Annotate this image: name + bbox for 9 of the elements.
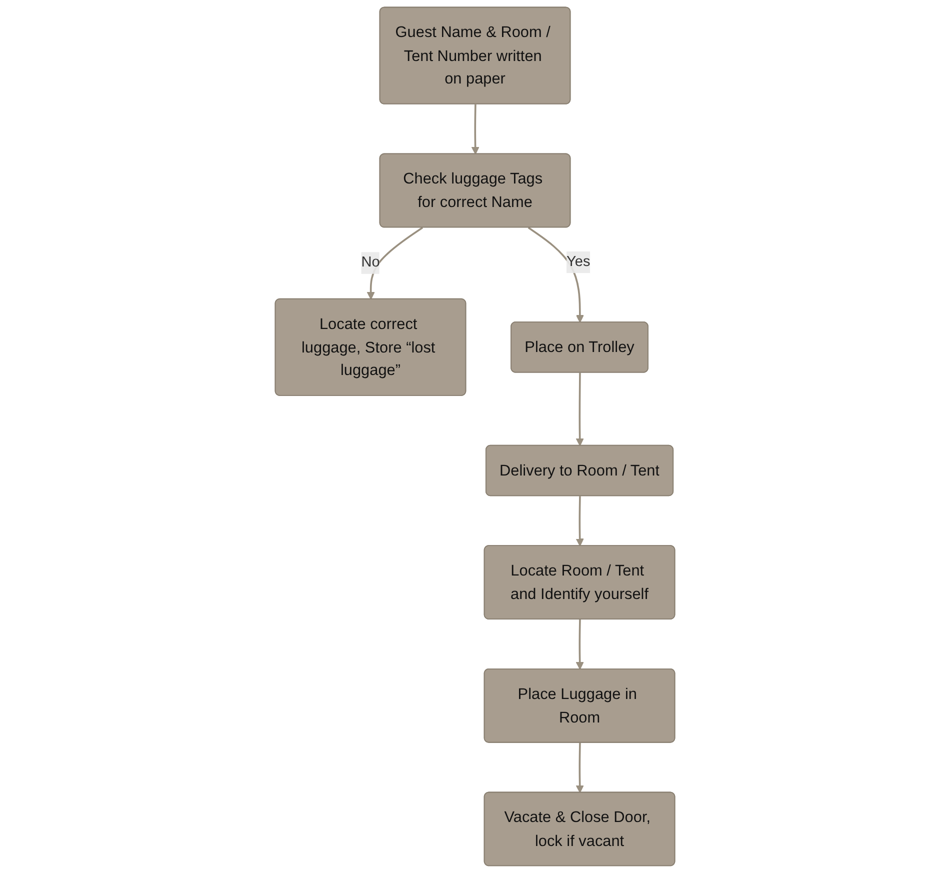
arrow (472, 104, 480, 155)
arrow (576, 372, 584, 446)
arrow (576, 619, 584, 670)
arrow (576, 742, 584, 794)
arrow (576, 496, 584, 546)
arrow (367, 226, 424, 300)
edge-label: No (362, 254, 380, 270)
edge-label: Yes (567, 254, 591, 270)
arrow (528, 226, 584, 323)
